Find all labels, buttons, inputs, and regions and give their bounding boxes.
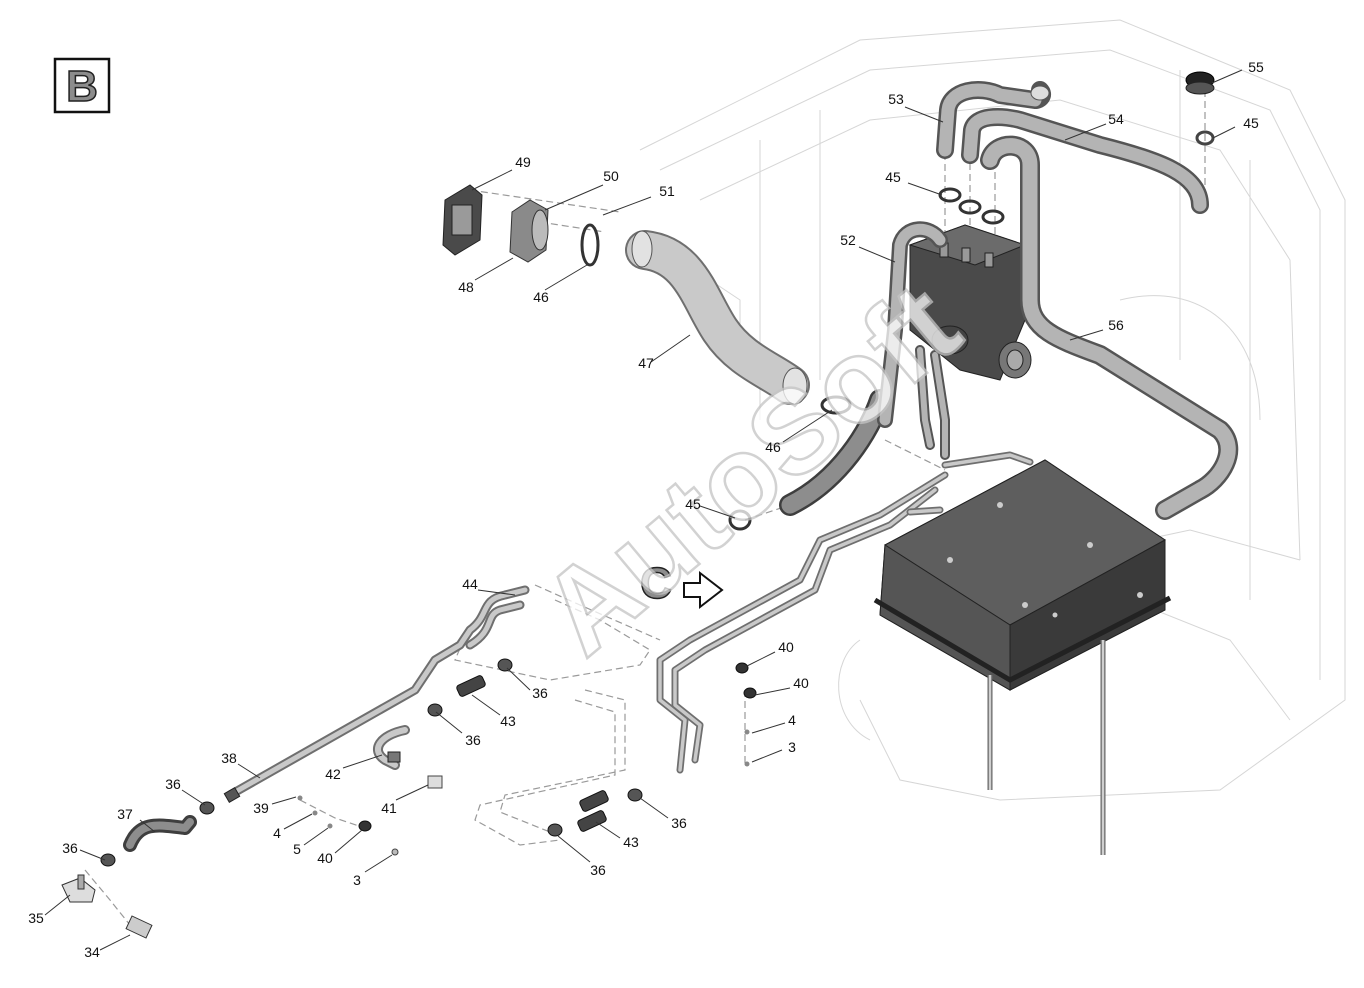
callout-40-b: 40: [778, 639, 794, 655]
direction-marker-c: C: [639, 558, 724, 610]
heater-unit: [908, 224, 1032, 381]
callout-37: 37: [117, 806, 133, 822]
callout-36-a: 36: [62, 840, 78, 856]
callout-46-a: 46: [533, 289, 549, 305]
clamps-45-upper: [938, 187, 1005, 225]
pipe-52: [877, 221, 950, 460]
callout-3-a: 3: [353, 872, 361, 888]
duct-hose-47: [625, 230, 810, 405]
callout-53: 53: [888, 91, 904, 107]
clamp-45-lower: [728, 509, 752, 531]
letter-box-icon: [53, 57, 111, 114]
callout-40-a: 40: [317, 850, 333, 866]
callout-40-c: 40: [793, 675, 809, 691]
callout-54: 54: [1108, 111, 1124, 127]
view-marker-b: B: [53, 57, 111, 114]
callout-56: 56: [1108, 317, 1124, 333]
view-reference-letter: C: [640, 559, 672, 608]
fitting-34: [125, 915, 153, 939]
callout-36-c: 36: [465, 732, 481, 748]
flange-49: [442, 184, 483, 256]
callout-41: 41: [381, 800, 397, 816]
callout-36-b: 36: [165, 776, 181, 792]
hollow-right-arrow-icon: [683, 570, 724, 610]
hose-37: [123, 815, 197, 852]
callout-3-b: 3: [788, 739, 796, 755]
callout-45-c: 45: [1243, 115, 1259, 131]
hose-46-lower: [779, 389, 891, 516]
callout-36-f: 36: [590, 862, 606, 878]
callout-43-a: 43: [500, 713, 516, 729]
callout-44: 44: [462, 576, 478, 592]
callout-46-b: 46: [765, 439, 781, 455]
leader-lines: [44, 69, 1243, 951]
clamp-46-upper: [580, 223, 600, 267]
callout-34: 34: [84, 944, 100, 960]
callout-47: 47: [638, 355, 654, 371]
small-fittings: [100, 658, 757, 867]
callout-labels: 34 35 36 37 36 38 39 4 5 40 3 41 42 36 4…: [28, 59, 1264, 960]
callout-4-a: 4: [273, 825, 281, 841]
pipe-56: [980, 135, 1239, 520]
callout-51: 51: [659, 183, 675, 199]
view-letter: B: [66, 62, 98, 111]
callout-43-b: 43: [623, 834, 639, 850]
hose-42: [373, 725, 410, 770]
callout-49: 49: [515, 154, 531, 170]
callout-39: 39: [253, 800, 269, 816]
coolant-tubing: [656, 451, 1034, 774]
pipe-54: [961, 108, 1209, 214]
callout-36-e: 36: [671, 815, 687, 831]
adapter-48: [509, 199, 549, 263]
callout-52: 52: [840, 232, 856, 248]
callout-42: 42: [325, 766, 341, 782]
callout-35: 35: [28, 910, 44, 926]
callout-38: 38: [221, 750, 237, 766]
callout-4-b: 4: [788, 712, 796, 728]
cap-55: [1185, 71, 1215, 95]
fitting-35: [61, 874, 96, 903]
heater-box: [873, 459, 1172, 855]
tube-38-end: [223, 786, 241, 804]
callout-5: 5: [293, 841, 301, 857]
callout-55: 55: [1248, 59, 1264, 75]
callout-36-d: 36: [532, 685, 548, 701]
callout-45-b: 45: [885, 169, 901, 185]
callout-50: 50: [603, 168, 619, 184]
callout-48: 48: [458, 279, 474, 295]
callout-45-a: 45: [685, 496, 701, 512]
tube-44: [225, 585, 530, 800]
assembly-dash-lines: [84, 90, 1206, 926]
pipe-53: [936, 81, 1052, 159]
